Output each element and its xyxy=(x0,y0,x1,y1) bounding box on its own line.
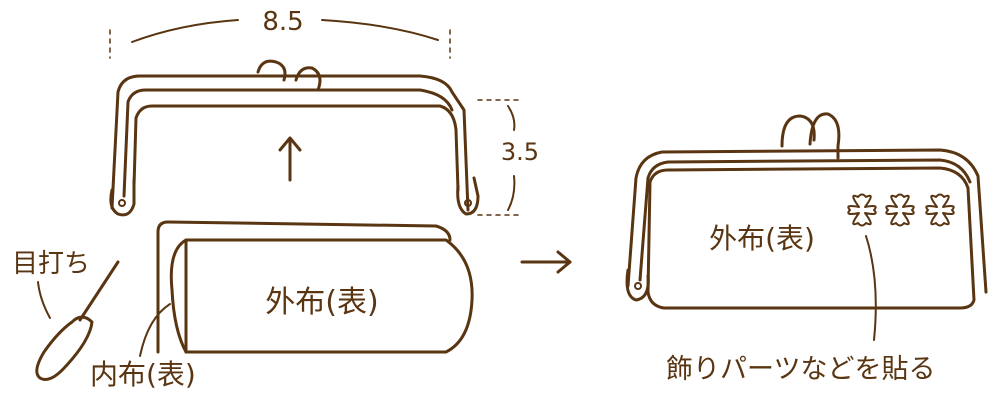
flower-icon xyxy=(847,193,877,227)
decoration-note: 飾りパーツなどを貼る xyxy=(666,354,935,385)
inner-fabric-leader xyxy=(139,303,171,357)
up-arrow xyxy=(278,136,302,182)
awl-leader xyxy=(37,281,51,319)
inner-fabric xyxy=(156,220,452,354)
awl-icon xyxy=(35,260,120,381)
height-label: 3.5 xyxy=(501,138,539,166)
height-dimension: 3.5 xyxy=(477,99,539,216)
awl-label: 目打ち xyxy=(12,249,90,279)
flower-icon xyxy=(885,193,915,227)
width-label: 8.5 xyxy=(262,7,303,37)
finished-purse: 外布(表) xyxy=(625,112,988,310)
clasp-frame xyxy=(109,59,480,217)
right-arrow xyxy=(520,250,572,274)
outer-fabric-left: 外布(表) xyxy=(169,238,474,354)
inner-fabric-label: 内布(表) xyxy=(90,358,196,391)
decoration-leader xyxy=(865,235,877,341)
outer-fabric-right-label: 外布(表) xyxy=(709,222,815,255)
flower-icon xyxy=(925,193,955,227)
decoration-parts xyxy=(847,193,955,227)
outer-fabric-left-label: 外布(表) xyxy=(265,285,378,320)
width-dimension: 8.5 xyxy=(109,7,451,59)
